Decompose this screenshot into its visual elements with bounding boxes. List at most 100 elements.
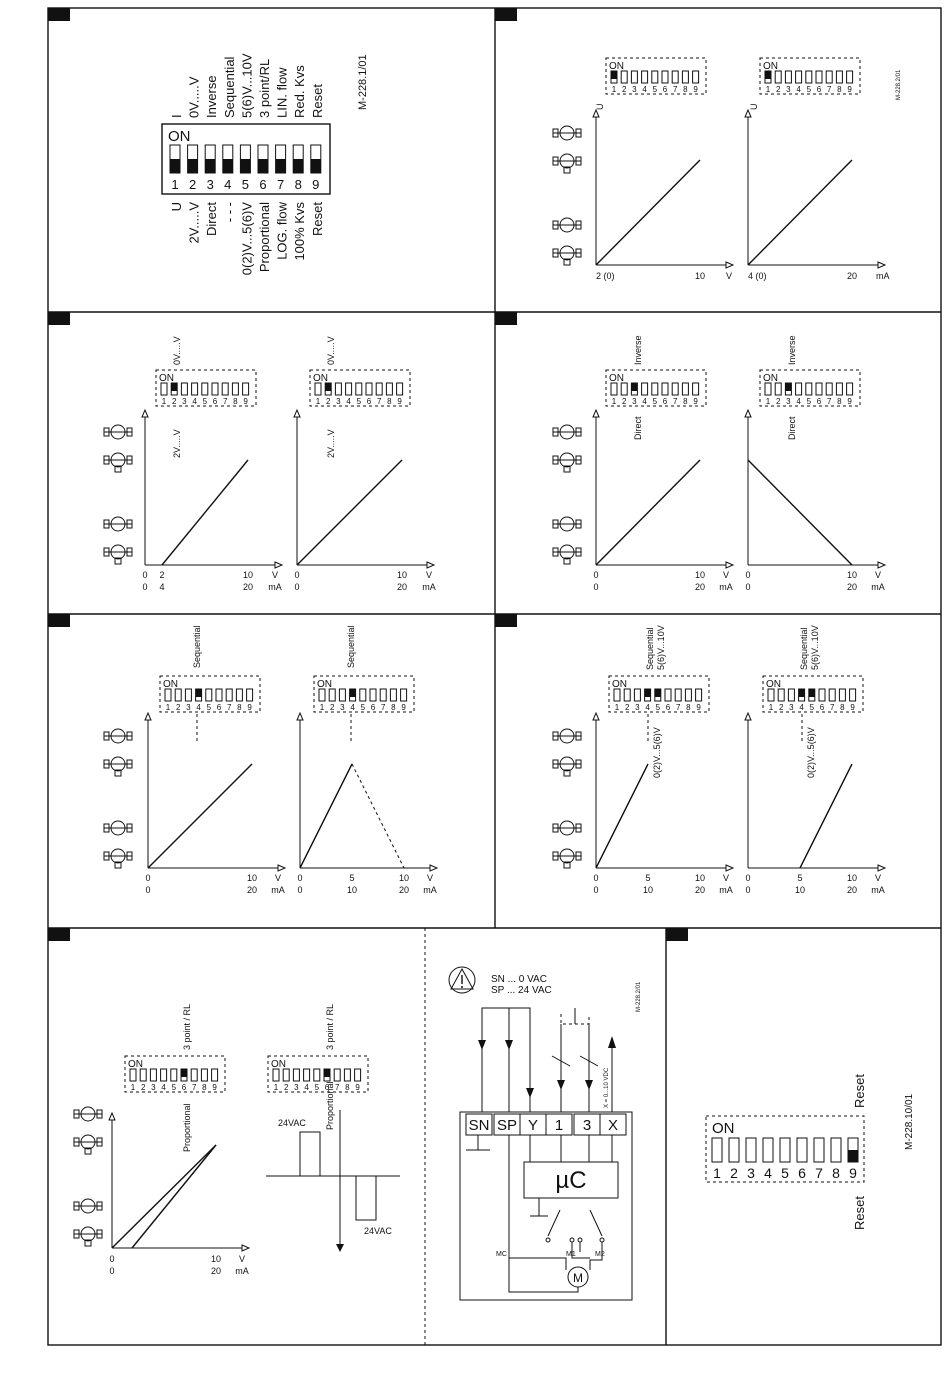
mini-number: 6 (217, 703, 222, 712)
mini-number: 5 (656, 703, 661, 712)
top-label: LIN. flow (275, 67, 290, 118)
tick-v: 10 (695, 570, 705, 580)
reset-on-label: ON (712, 1120, 735, 1137)
mini-number: 2 (141, 1083, 146, 1092)
reset-number: 1 (713, 1165, 721, 1181)
terminal-label: SP (497, 1117, 517, 1134)
tick-ma: mA (235, 1266, 249, 1276)
dip-lever (258, 159, 268, 173)
mini-lever (805, 70, 813, 84)
mini-dip-switch (309, 369, 411, 407)
mini-lever (620, 70, 628, 84)
mini-number: 2 (779, 703, 784, 712)
motor-label: M (573, 1271, 583, 1285)
tag-top: 0V.....V (172, 336, 182, 365)
mini-lever (200, 1068, 208, 1082)
mini-lever (846, 382, 854, 396)
mini-number: 3 (182, 397, 187, 406)
mini-number: 7 (673, 85, 678, 94)
tick-v: 0 (593, 873, 598, 883)
mini-number: 4 (796, 85, 801, 94)
tick-v: 0 (109, 1254, 114, 1264)
mini-number: 3 (340, 703, 345, 712)
mini-number: 2 (622, 397, 627, 406)
characteristic-line (595, 763, 649, 869)
tick-ma: 10 (795, 885, 805, 895)
tick: 2 (0) (596, 271, 615, 281)
mini-lever (795, 382, 803, 396)
tick-ma: 0 (593, 885, 598, 895)
mini-lever (664, 688, 672, 702)
mini-number: 7 (673, 397, 678, 406)
mini-number: 7 (827, 85, 832, 94)
mini-lever (328, 688, 336, 702)
mini-number: 8 (686, 703, 691, 712)
tick-ma: 20 (399, 885, 409, 895)
characteristic-line (747, 459, 853, 566)
tag-top: 3 point / RL (182, 1004, 192, 1050)
bottom-label: Reset (310, 202, 325, 236)
tag-a: Sequential (645, 627, 655, 670)
reset-top-label: Reset (852, 1074, 867, 1108)
mini-number: 8 (391, 703, 396, 712)
mini-number: 1 (612, 397, 617, 406)
mini-number: 7 (827, 397, 832, 406)
mini-lever (164, 688, 172, 702)
mini-number: 7 (335, 1083, 340, 1092)
mini-lever (610, 382, 618, 396)
mini-number: 2 (326, 397, 331, 406)
panel-tab-2 (495, 8, 517, 21)
doc-code-2: M-228.2/01 (896, 69, 902, 100)
reset-number: 3 (747, 1165, 755, 1181)
tag-bottom: Proportional (325, 1081, 335, 1130)
mini-number: 8 (237, 703, 242, 712)
mini-number: 6 (663, 85, 668, 94)
tick-v: 10 (847, 570, 857, 580)
reset-lever (813, 1137, 825, 1163)
tag-b: 5(6)V...10V (810, 625, 820, 670)
mini-lever (303, 1068, 311, 1082)
mini-lever (235, 688, 243, 702)
mini-number: 7 (377, 397, 382, 406)
mini-number: 1 (131, 1083, 136, 1092)
mini-number: 9 (401, 703, 406, 712)
tick-ma: 20 (695, 885, 705, 895)
terminal-x (599, 1113, 627, 1136)
mini-lever (272, 1068, 280, 1082)
mini-number: 9 (850, 703, 855, 712)
mini-number: 8 (233, 397, 238, 406)
mini-lever (139, 1068, 147, 1082)
on-label: ON (168, 128, 191, 145)
characteristic-line (299, 763, 353, 869)
mini-lever (787, 688, 795, 702)
tick-v: V (723, 873, 729, 883)
mini-number: 2 (284, 1083, 289, 1092)
tick-v: 0 (745, 873, 750, 883)
tag-a: Sequential (799, 627, 809, 670)
mini-lever (191, 382, 199, 396)
mini-lever (674, 688, 682, 702)
tick-ma: 0 (145, 885, 150, 895)
mini-lever (345, 382, 353, 396)
tick-ma: 10 (643, 885, 653, 895)
mini-lever (292, 1068, 300, 1082)
mini-lever (396, 382, 404, 396)
tag-top: 0V.....V (326, 336, 336, 365)
panel-tab-1 (48, 8, 70, 21)
mini-number: 4 (161, 1083, 166, 1092)
switch-number: 6 (259, 177, 266, 192)
switch-number: 8 (295, 177, 302, 192)
mini-number: 3 (786, 397, 791, 406)
bottom-label: LOG. flow (275, 201, 290, 259)
tick-ma: 10 (347, 885, 357, 895)
mini-number: 4 (799, 703, 804, 712)
doc-code-reset: M-228.10/01 (904, 1093, 915, 1150)
mini-on-label: ON (317, 679, 332, 690)
mini-number: 2 (776, 397, 781, 406)
mini-lever-active (171, 383, 178, 391)
mini-lever (777, 688, 785, 702)
tick: 20 (847, 271, 857, 281)
tag-bottom: Direct (787, 416, 797, 440)
